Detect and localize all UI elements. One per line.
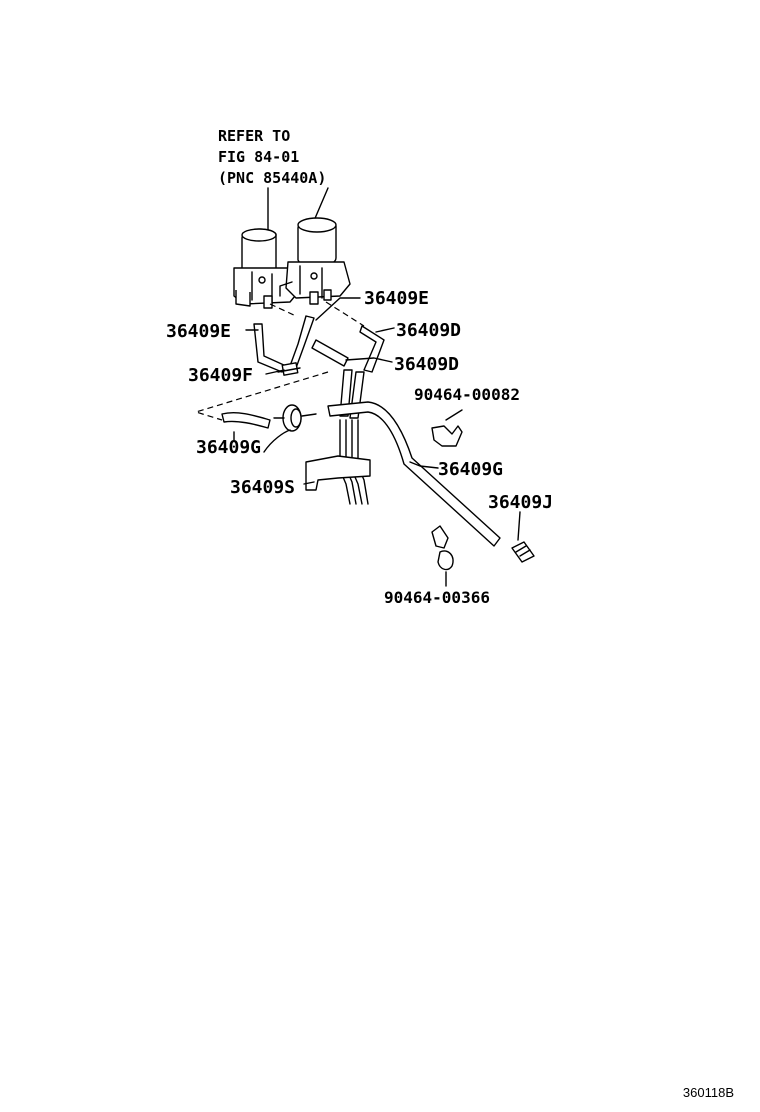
label-36409e-left: 36409E: [166, 321, 231, 342]
vacuum-switching-valve-left: [233, 228, 301, 309]
label-90464-00366: 90464-00366: [384, 588, 490, 607]
hose-36409e-left: [253, 323, 287, 373]
label-36409d-lower: 36409D: [394, 354, 459, 375]
hose-36409g-short: [221, 411, 271, 429]
label-90464-00082: 90464-00082: [414, 385, 520, 404]
hose-36409g-long: [327, 401, 501, 547]
leader-36409s: [263, 429, 291, 453]
label-36409j: 36409J: [488, 492, 553, 513]
dashed-connector-mid: [269, 303, 297, 317]
hose-36409e-right: [289, 315, 315, 369]
clamp-90464-00366: [431, 525, 454, 587]
hose-36409d-upper: [359, 325, 385, 373]
refer-note-line1: REFER TO: [218, 127, 290, 145]
leader-36409e-right: [315, 297, 361, 321]
leader-36409f: [265, 369, 285, 375]
dashed-connector-right: [325, 301, 365, 327]
clamp-90464-00082: [431, 409, 463, 447]
vacuum-filter: [273, 404, 317, 432]
refer-note-line3: (PNC 85440A): [218, 169, 326, 187]
bracket-36409s: [305, 455, 371, 491]
label-36409f: 36409F: [188, 365, 253, 386]
leader-36409g-right: [409, 461, 439, 469]
dashed-connector-left: [193, 371, 329, 421]
diagram-code: 360118B: [682, 1085, 734, 1100]
label-36409g-left: 36409G: [196, 437, 261, 458]
leader-36409d-upper: [375, 327, 395, 333]
refer-note-line2: FIG 84-01: [218, 148, 299, 166]
leader-36409s-bracket: [303, 481, 315, 485]
label-36409g-right: 36409G: [438, 459, 503, 480]
hose-36409d-lower: [311, 339, 349, 367]
label-36409e-right: 36409E: [364, 288, 429, 309]
label-36409s: 36409S: [230, 477, 295, 498]
label-36409d-upper: 36409D: [396, 320, 461, 341]
fitting-36409j: [511, 511, 535, 563]
vacuum-switching-valve-right: [279, 217, 351, 305]
leader-36409d-lower: [345, 357, 393, 363]
